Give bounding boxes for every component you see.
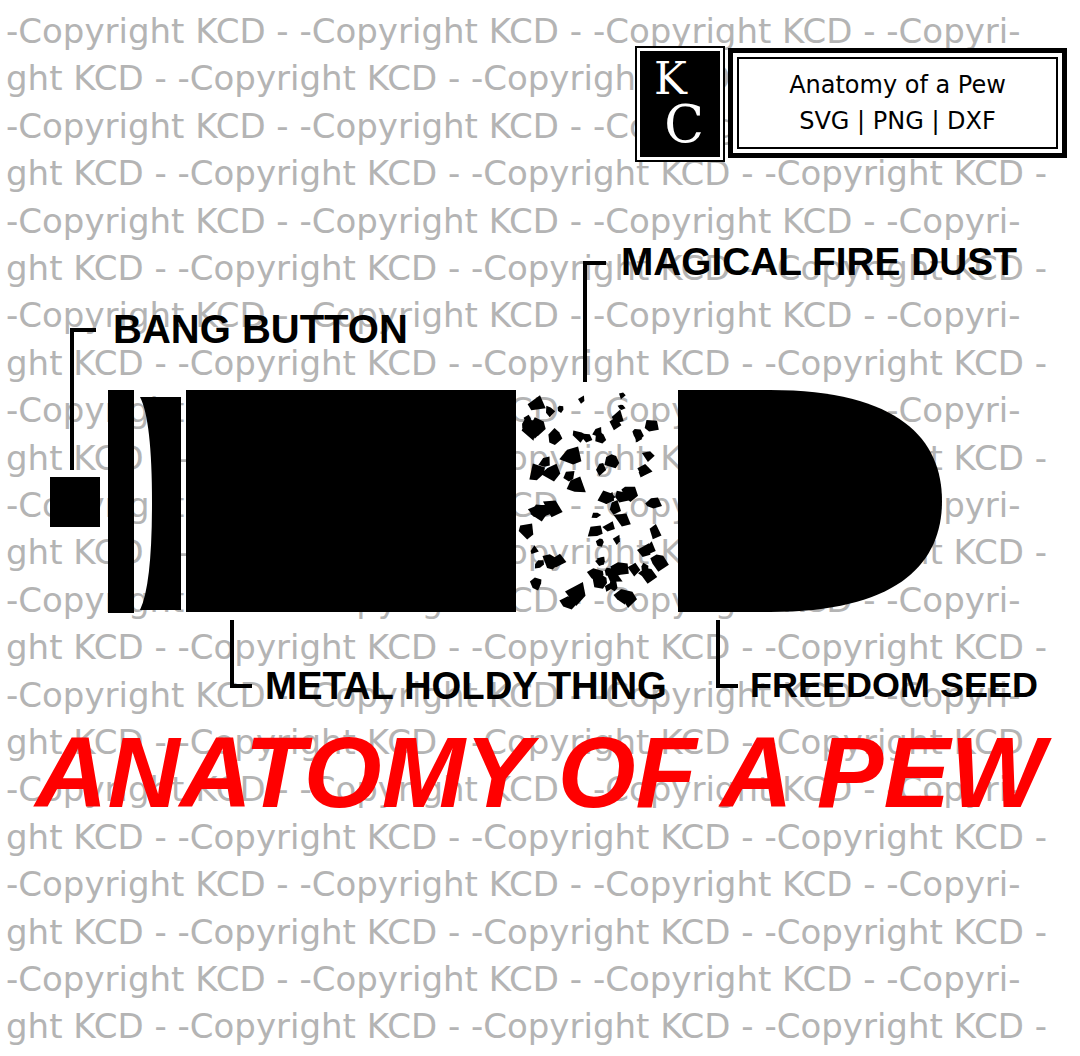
powder-grain <box>645 498 662 509</box>
powder-grain <box>637 543 650 557</box>
leader-line <box>585 263 606 382</box>
powder-grain <box>645 420 659 432</box>
watermark: -Copyright KCD - -Copyright KCD - -Copyr… <box>6 14 1021 48</box>
powder-grain <box>548 428 562 445</box>
powder-grain <box>618 405 626 410</box>
powder-grain <box>639 470 646 477</box>
bullet-head <box>678 390 942 612</box>
part-label: FREEDOM SEED <box>750 667 1038 703</box>
powder-grain <box>558 406 564 413</box>
powder-grain <box>628 563 641 577</box>
powder-grain <box>596 463 606 476</box>
powder-grain <box>622 589 637 608</box>
leader-lines <box>72 263 738 686</box>
powder-grain <box>563 471 574 481</box>
part-label: BANG BUTTON <box>113 309 408 349</box>
powder-grain <box>595 431 606 443</box>
powder-grain <box>608 569 623 582</box>
product-text: Anatomy of a Pew <box>789 67 1006 103</box>
powder-grain <box>598 490 616 504</box>
watermark: -Copyright KCD - -Copyright KCD - -Copyr… <box>6 867 1021 901</box>
leader-line <box>232 620 252 686</box>
powder-grain <box>609 580 617 591</box>
powder-grain <box>637 464 652 477</box>
powder-grain <box>531 545 539 554</box>
powder-grain <box>519 524 534 540</box>
watermark: ght KCD - -Copyright KCD - -Copyright KC… <box>6 346 1047 380</box>
part-label: MAGICAL FIRE DUST <box>621 243 1017 282</box>
powder-grain <box>592 513 602 518</box>
powder-grain <box>524 415 532 423</box>
product-text: SVG | PNG | DXF <box>799 103 996 139</box>
logo-letter: K <box>654 58 687 100</box>
watermark: ght KCD - -Copyright KCD - -Copyright KC… <box>6 820 1047 854</box>
powder-grain <box>535 560 544 568</box>
powder-grain <box>588 526 603 537</box>
powder-grain <box>636 435 643 443</box>
powder-grain <box>642 451 655 462</box>
powder-grain <box>530 578 542 591</box>
watermark: -Copyright KCD - -Copyright KCD - -Copyr… <box>6 962 1021 996</box>
watermark: ght KCD - -Copyright KCD - -Copyright KC… <box>6 156 1047 190</box>
powder-speckles <box>519 393 669 610</box>
title: ANATOMY OF A PEW <box>35 722 1044 822</box>
case-rim <box>108 390 134 613</box>
powder-grain <box>593 572 608 589</box>
powder-grain <box>573 430 586 442</box>
product-box: Anatomy of a PewSVG | PNG | DXF <box>728 48 1067 158</box>
powder-grain <box>597 557 605 565</box>
powder-grain <box>559 447 581 465</box>
watermark: ght KCD - -Copyright KCD - -Copyright KC… <box>6 1009 1047 1043</box>
watermark: ght KCD - -Copyright KCD - -Copyright KC… <box>6 915 1047 949</box>
powder-grain <box>595 558 604 566</box>
part-label: METAL HOLDY THING <box>265 667 667 705</box>
powder-grain <box>614 514 631 527</box>
powder-grain <box>546 406 555 418</box>
powder-grain <box>619 393 626 400</box>
powder-grain <box>529 464 545 481</box>
powder-grain <box>604 454 619 468</box>
powder-grain <box>610 417 622 430</box>
leader-line <box>72 330 96 470</box>
powder-grain <box>528 395 546 410</box>
powder-grain <box>650 555 669 572</box>
powder-grain <box>550 554 566 568</box>
leader-line <box>718 620 738 686</box>
watermark: -Copyright KCD - -Copyright KCD - -Copyr… <box>6 204 1021 238</box>
logo-box: KC <box>637 48 723 160</box>
watermark: ght KCD - -Copyright KCD - -Copyright KC… <box>6 630 1047 664</box>
powder-grain <box>530 505 547 522</box>
case-groove <box>140 397 181 610</box>
powder-grain <box>610 500 621 515</box>
powder-grain <box>602 521 615 531</box>
powder-grain <box>578 396 584 404</box>
powder-grain <box>559 596 576 609</box>
case-body <box>186 390 516 612</box>
powder-grain <box>613 535 620 545</box>
powder-grain <box>596 538 604 546</box>
powder-grain <box>632 429 644 442</box>
primer <box>50 477 100 527</box>
powder-grain <box>650 524 662 539</box>
powder-grain <box>532 430 539 439</box>
powder-grain <box>538 457 550 467</box>
logo-letter: C <box>664 100 704 149</box>
powder-grain <box>638 568 657 584</box>
